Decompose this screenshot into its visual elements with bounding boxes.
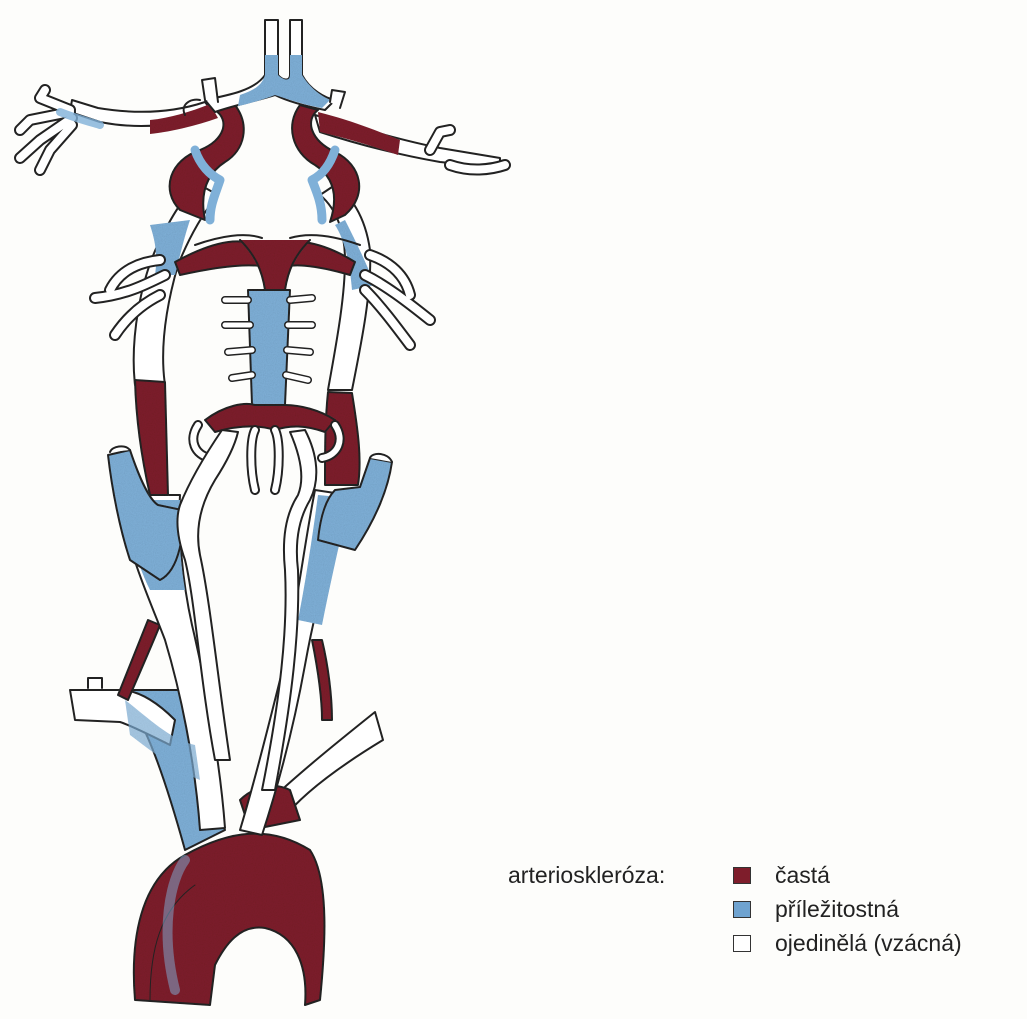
anterior-cerebral-arteries: [184, 20, 345, 115]
left-vertebral-lower: [312, 640, 332, 720]
right-internal-carotid: [134, 185, 218, 495]
left-internal-carotid: [320, 185, 375, 485]
legend-swatch-occasional: [733, 901, 751, 918]
legend-label-rare: ojedinělá (vzácná): [775, 930, 962, 957]
aortic-arch: [134, 834, 325, 1005]
legend-label-occasional: příležitostná: [775, 896, 899, 923]
basilar-artery: [225, 290, 312, 405]
legend-label-frequent: častá: [775, 862, 830, 889]
right-vertebral-lower: [118, 620, 160, 700]
posterior-circulation: [175, 235, 360, 290]
legend-swatch-frequent: [733, 867, 751, 884]
legend-swatch-rare: [733, 935, 751, 952]
legend-title: arterioskleróza:: [508, 862, 665, 889]
